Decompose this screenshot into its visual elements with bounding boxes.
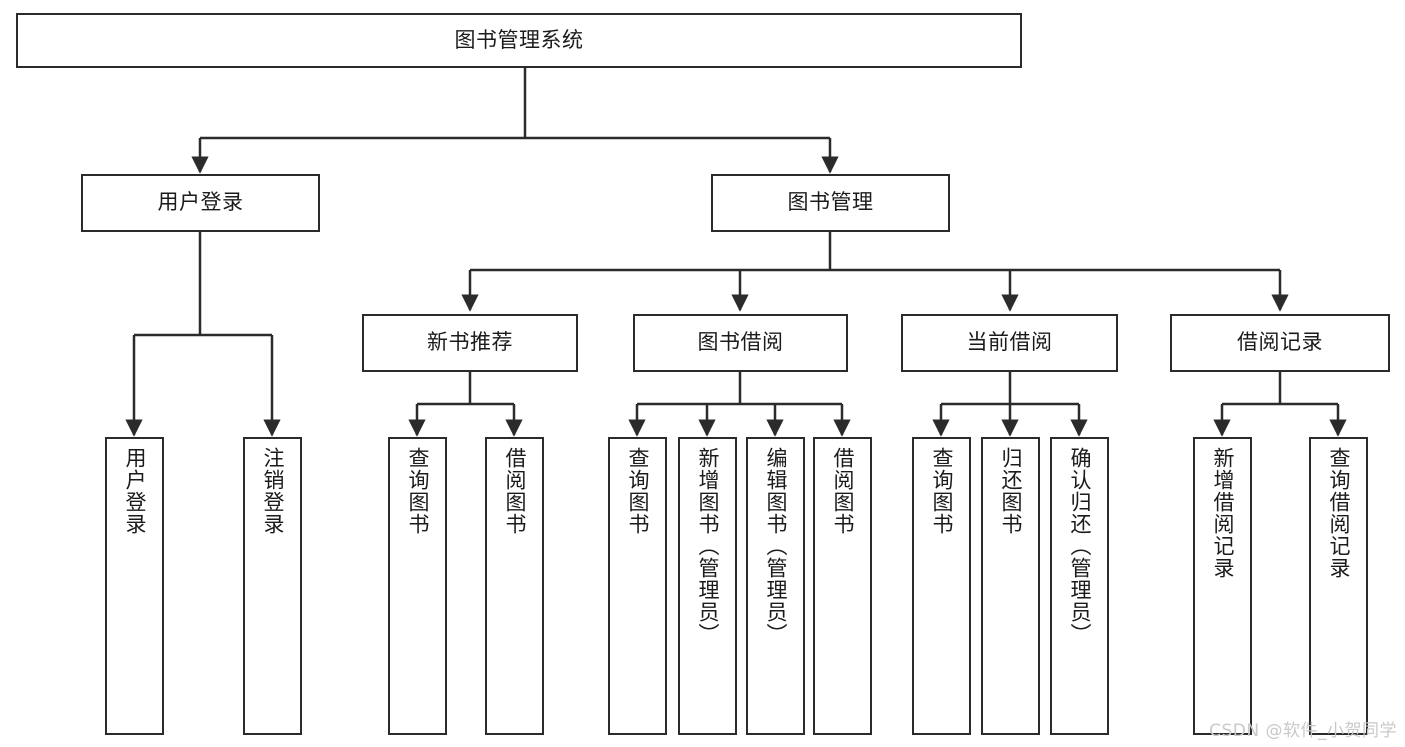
leaf-bb-add-book-admin[interactable]: 新增图书（管理员）: [678, 437, 737, 735]
leaf-bb-edit-book-admin-label: 编辑图书（管理员）: [763, 447, 788, 645]
leaf-nb-borrow-book-label: 借阅图书: [502, 447, 527, 535]
leaf-logout-label: 注销登录: [260, 447, 285, 535]
csdn-watermark: CSDN @软件_小贺同学: [1209, 721, 1397, 741]
leaf-nb-query-book[interactable]: 查询图书: [388, 437, 447, 735]
node-book-management[interactable]: 图书管理: [711, 174, 950, 232]
leaf-bb-query-book[interactable]: 查询图书: [608, 437, 667, 735]
leaf-nb-borrow-book[interactable]: 借阅图书: [485, 437, 544, 735]
node-borrow-record[interactable]: 借阅记录: [1170, 314, 1390, 372]
node-user-login[interactable]: 用户登录: [81, 174, 320, 232]
leaf-br-query-record[interactable]: 查询借阅记录: [1309, 437, 1368, 735]
node-borrow-record-label: 借阅记录: [1237, 330, 1323, 355]
node-book-management-label: 图书管理: [787, 190, 874, 215]
node-root[interactable]: 图书管理系统: [16, 13, 1022, 68]
leaf-cb-return-book[interactable]: 归还图书: [981, 437, 1040, 735]
node-new-book-recommend-label: 新书推荐: [427, 330, 513, 355]
node-root-label: 图书管理系统: [454, 27, 584, 52]
leaf-user-login-label: 用户登录: [122, 447, 147, 535]
leaf-cb-return-book-label: 归还图书: [998, 447, 1023, 535]
node-book-borrow-label: 图书借阅: [697, 330, 784, 355]
leaf-nb-query-book-label: 查询图书: [405, 447, 430, 535]
leaf-bb-edit-book-admin[interactable]: 编辑图书（管理员）: [746, 437, 805, 735]
leaf-logout[interactable]: 注销登录: [243, 437, 302, 735]
node-user-login-label: 用户登录: [157, 190, 244, 215]
leaf-cb-query-book[interactable]: 查询图书: [912, 437, 971, 735]
leaf-br-add-record-label: 新增借阅记录: [1210, 447, 1235, 579]
node-current-borrow-label: 当前借阅: [966, 330, 1053, 355]
node-new-book-recommend[interactable]: 新书推荐: [362, 314, 578, 372]
node-current-borrow[interactable]: 当前借阅: [901, 314, 1118, 372]
leaf-cb-query-book-label: 查询图书: [929, 447, 954, 535]
leaf-cb-confirm-return-admin-label: 确认归还（管理员）: [1067, 447, 1092, 645]
node-book-borrow[interactable]: 图书借阅: [633, 314, 848, 372]
leaf-bb-add-book-admin-label: 新增图书（管理员）: [695, 447, 720, 645]
leaf-cb-confirm-return-admin[interactable]: 确认归还（管理员）: [1050, 437, 1109, 735]
leaf-bb-query-book-label: 查询图书: [625, 447, 650, 535]
leaf-bb-borrow-book[interactable]: 借阅图书: [813, 437, 872, 735]
leaf-br-add-record[interactable]: 新增借阅记录: [1193, 437, 1252, 735]
leaf-br-query-record-label: 查询借阅记录: [1326, 447, 1351, 579]
leaf-bb-borrow-book-label: 借阅图书: [830, 447, 855, 535]
leaf-user-login[interactable]: 用户登录: [105, 437, 164, 735]
